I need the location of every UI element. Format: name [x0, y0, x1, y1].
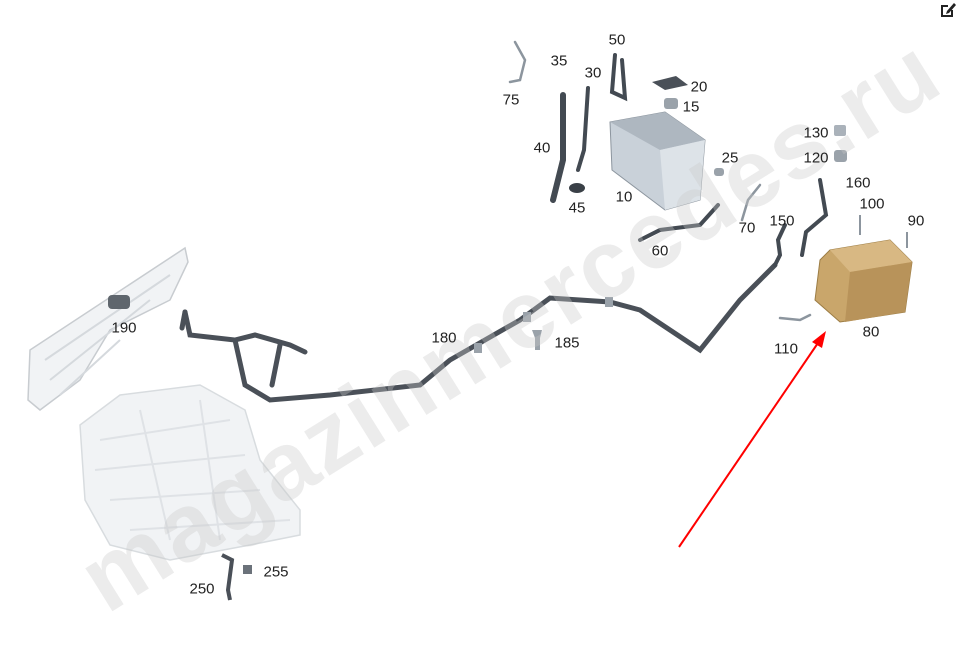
callout-185[interactable]: 185	[554, 334, 580, 352]
edit-icon[interactable]	[938, 0, 958, 20]
callout-25[interactable]: 25	[721, 149, 739, 167]
bolt-185	[532, 330, 542, 350]
callout-110[interactable]: 110	[774, 340, 798, 358]
callout-80[interactable]: 80	[862, 323, 880, 341]
callout-190[interactable]: 190	[111, 319, 137, 337]
battery-part	[609, 111, 706, 211]
callout-20[interactable]: 20	[690, 78, 708, 96]
callout-90[interactable]: 90	[907, 212, 925, 230]
callout-15[interactable]: 15	[682, 98, 700, 116]
callout-30[interactable]: 30	[584, 64, 602, 82]
callout-10[interactable]: 10	[615, 188, 633, 206]
callout-150[interactable]: 150	[769, 212, 795, 230]
callout-180[interactable]: 180	[431, 329, 457, 347]
callout-45[interactable]: 45	[568, 199, 586, 217]
main-cable-part	[179, 262, 778, 403]
callout-75[interactable]: 75	[502, 91, 520, 109]
callout-255[interactable]: 255	[263, 563, 289, 581]
control-unit-part	[814, 239, 913, 323]
panel-part	[27, 246, 189, 411]
callout-40[interactable]: 40	[533, 139, 551, 157]
callout-35[interactable]: 35	[550, 52, 568, 70]
callout-120[interactable]: 120	[803, 149, 829, 167]
callout-130[interactable]: 130	[803, 124, 829, 142]
pointer-arrow	[678, 331, 826, 548]
callout-50[interactable]: 50	[608, 31, 626, 49]
callout-100[interactable]: 100	[859, 195, 885, 213]
callout-160[interactable]: 160	[845, 174, 871, 192]
parts-diagram	[27, 40, 913, 601]
callout-70[interactable]: 70	[738, 219, 756, 237]
engine-part	[79, 384, 301, 561]
callout-60[interactable]: 60	[651, 242, 669, 260]
callout-250[interactable]: 250	[189, 580, 215, 598]
